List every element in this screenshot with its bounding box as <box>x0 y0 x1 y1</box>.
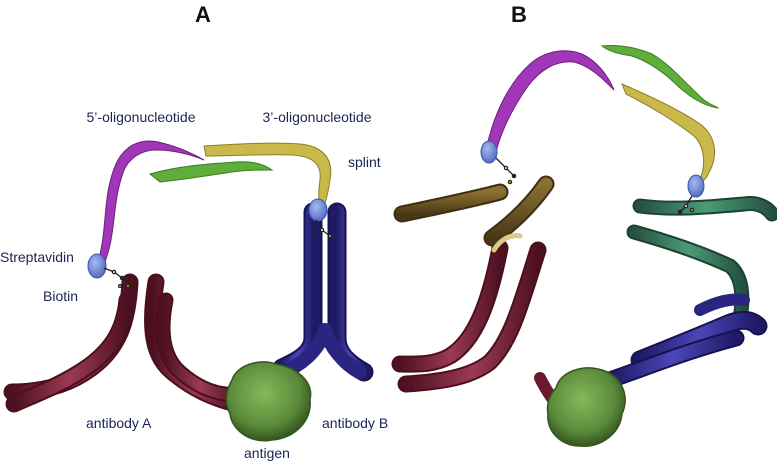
biotin-b-right <box>677 195 695 215</box>
label-biotin: Biotin <box>43 288 78 304</box>
antibody-a-shape <box>3 273 246 413</box>
antibody-b-shape-b <box>601 196 777 389</box>
biotin-b <box>311 219 333 239</box>
label-oligo5: 5’-oligonucleotide <box>87 109 196 125</box>
biotin-a <box>103 267 131 289</box>
label-oligo3: 3’-oligonucleotide <box>263 109 372 125</box>
streptavidin-a <box>87 253 107 279</box>
streptavidin-b <box>308 198 328 222</box>
oligo5-ribbon <box>97 140 205 265</box>
panel-a-letter: A <box>195 2 211 27</box>
biotin-b-left <box>495 157 517 185</box>
label-antibody-a: antibody A <box>86 415 152 431</box>
antibody-a-fab-b <box>393 175 555 253</box>
splint-ribbon-b <box>600 45 720 109</box>
antigen-shape-b <box>546 367 626 447</box>
oligo5-ribbon-b <box>485 50 615 153</box>
label-streptavidin: Streptavidin <box>0 249 74 265</box>
panel-a: A <box>0 2 388 461</box>
streptavidin-b-right <box>687 174 705 198</box>
panel-b-letter: B <box>511 2 527 27</box>
panel-b: B <box>391 2 777 447</box>
label-antigen: antigen <box>244 445 290 461</box>
streptavidin-b-left <box>480 140 498 164</box>
splint-ribbon <box>148 161 274 183</box>
antibody-a-shape-b <box>391 239 568 416</box>
antigen-shape <box>225 361 312 442</box>
label-splint: splint <box>348 154 381 170</box>
antibody-b-shape <box>272 202 374 382</box>
label-antibody-b: antibody B <box>322 415 388 431</box>
